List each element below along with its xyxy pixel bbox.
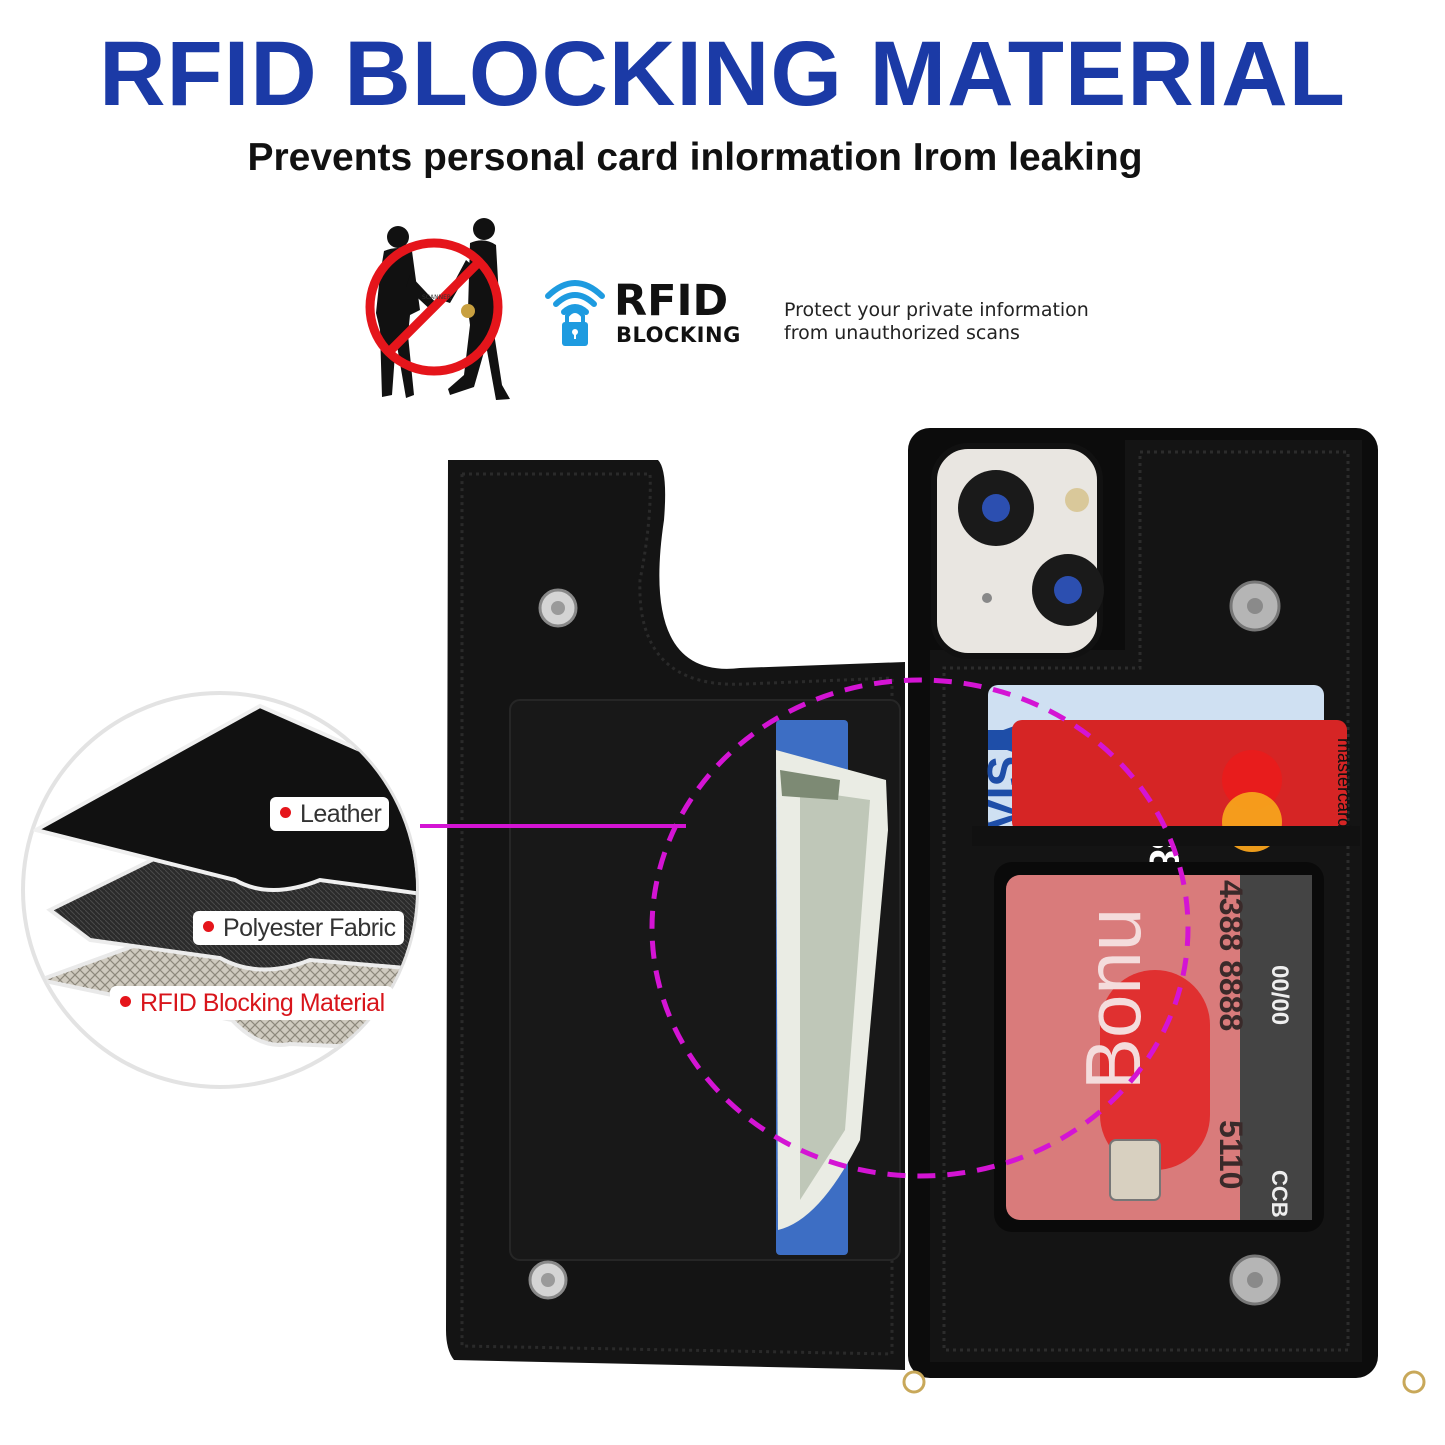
protect-description: Protect your private information from un… bbox=[784, 299, 1089, 345]
rfid-callout-circle bbox=[649, 677, 1191, 1179]
protect-line-2: from unauthorized scans bbox=[784, 322, 1020, 344]
rfid-word: RFID bbox=[614, 276, 729, 326]
rfid-lock-icon bbox=[545, 280, 605, 346]
bullet-dot bbox=[280, 807, 291, 818]
bullet-dot bbox=[120, 996, 131, 1007]
id-number-a: 4388 8888 bbox=[1213, 880, 1249, 1031]
protect-line-1: Protect your private information bbox=[784, 299, 1089, 321]
leather-text: Leather bbox=[300, 800, 382, 828]
mastercard-card bbox=[1012, 720, 1347, 832]
polyester-label: Polyester Fabric bbox=[193, 911, 404, 945]
page-subtitle: Prevents personal card inlormation Irom … bbox=[247, 136, 1143, 179]
no-scanning-icon: SCANNER bbox=[365, 218, 510, 400]
mastercard-text: mastercard bbox=[1334, 738, 1354, 828]
blocking-word: BLOCKING bbox=[616, 323, 741, 347]
rfid-material-label: RFID Blocking Material bbox=[110, 986, 393, 1020]
rfid-material-text: RFID Blocking Material bbox=[140, 989, 385, 1017]
page-title: RFID BLOCKING MATERIAL bbox=[99, 23, 1346, 125]
scanner-label: SCANNER bbox=[422, 294, 451, 301]
id-card-name: Bonu bbox=[1069, 908, 1157, 1090]
id-number-b: 5110 bbox=[1213, 1120, 1249, 1189]
leather-label: Leather bbox=[270, 797, 390, 831]
wallet-case-illustration: VISA mastercard 888 Bonu 4388 8888 5110 … bbox=[420, 428, 1426, 1394]
material-layers-diagram bbox=[21, 691, 419, 1089]
id-valid-thru: 00/00 bbox=[1266, 965, 1293, 1025]
id-bank: CCB bbox=[1267, 1170, 1292, 1218]
bullet-dot bbox=[203, 921, 214, 932]
polyester-text: Polyester Fabric bbox=[223, 914, 396, 942]
